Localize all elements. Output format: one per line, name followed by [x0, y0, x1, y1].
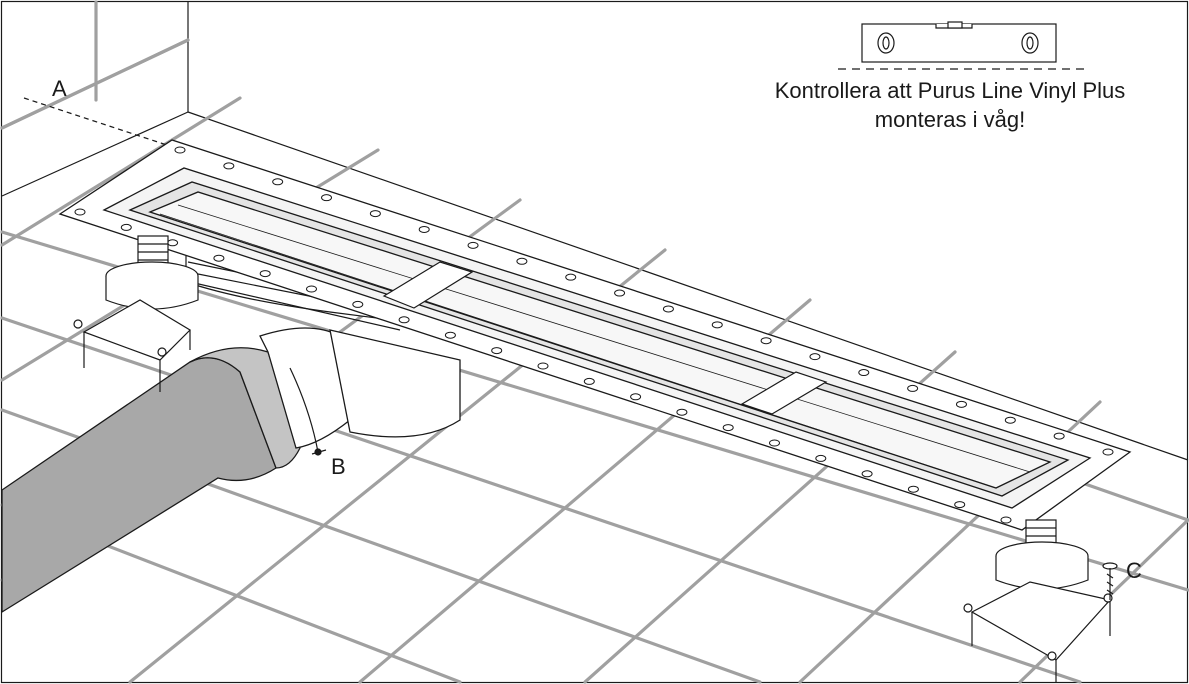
bolt-hole: [815, 454, 827, 462]
bolt-hole: [167, 239, 179, 247]
bolt-hole: [74, 208, 86, 216]
drain-pipe: [1, 327, 461, 614]
bolt-hole: [614, 289, 626, 297]
drain-channel: [58, 139, 1132, 531]
wall-lines: [1, 2, 1189, 461]
label-b: B: [331, 454, 346, 479]
left-support-foot: [73, 235, 199, 392]
bolt-hole: [1053, 432, 1065, 440]
bolt-hole: [583, 377, 595, 385]
bolt-hole: [272, 178, 284, 186]
bolt-hole: [954, 501, 966, 509]
bolt-hole: [467, 241, 479, 249]
bolt-hole: [352, 300, 364, 308]
bolt-hole: [565, 273, 577, 281]
bolt-hole: [907, 384, 919, 392]
bolt-hole: [120, 223, 132, 231]
bolt-hole: [769, 439, 780, 447]
bolt-hole: [676, 408, 688, 416]
spirit-level-icon: [838, 21, 1084, 70]
bolt-hole: [955, 400, 967, 408]
bolt-hole: [711, 321, 723, 329]
bolt-hole: [1000, 516, 1012, 524]
bolt-hole: [444, 331, 456, 339]
bolt-hole: [1102, 448, 1114, 456]
bolt-hole: [259, 270, 271, 278]
bolt-hole: [907, 485, 919, 493]
screw-c: [1102, 562, 1118, 600]
bolt-hole: [809, 353, 821, 361]
bolt-hole: [1004, 416, 1016, 424]
bolt-hole: [858, 369, 870, 377]
bolt-hole: [722, 424, 734, 432]
bolt-hole: [516, 257, 528, 265]
bolt-hole: [418, 225, 430, 233]
bolt-hole: [662, 305, 674, 313]
mounting-holes: [74, 146, 1114, 524]
channel-braces: [382, 261, 828, 415]
bolt-hole: [760, 337, 772, 345]
bolt-hole: [223, 162, 235, 170]
bolt-hole: [491, 347, 503, 355]
instruction-line-1: Kontrollera att Purus Line Vinyl Plus: [774, 78, 1126, 103]
bolt-hole: [213, 254, 225, 262]
bolt-hole: [306, 285, 317, 293]
label-a: A: [52, 76, 67, 101]
label-c: C: [1126, 558, 1142, 583]
bolt-hole: [861, 470, 873, 478]
bolt-hole: [630, 393, 642, 401]
bolt-hole: [537, 362, 549, 370]
bolt-hole: [398, 316, 410, 324]
bolt-hole: [321, 194, 333, 202]
instruction-text: Kontrollera att Purus Line Vinyl Plus mo…: [740, 76, 1160, 134]
bolt-hole: [369, 210, 381, 218]
instruction-line-2: monteras i våg!: [874, 107, 1026, 132]
wire-b: [289, 367, 327, 456]
bolt-hole: [174, 146, 186, 154]
